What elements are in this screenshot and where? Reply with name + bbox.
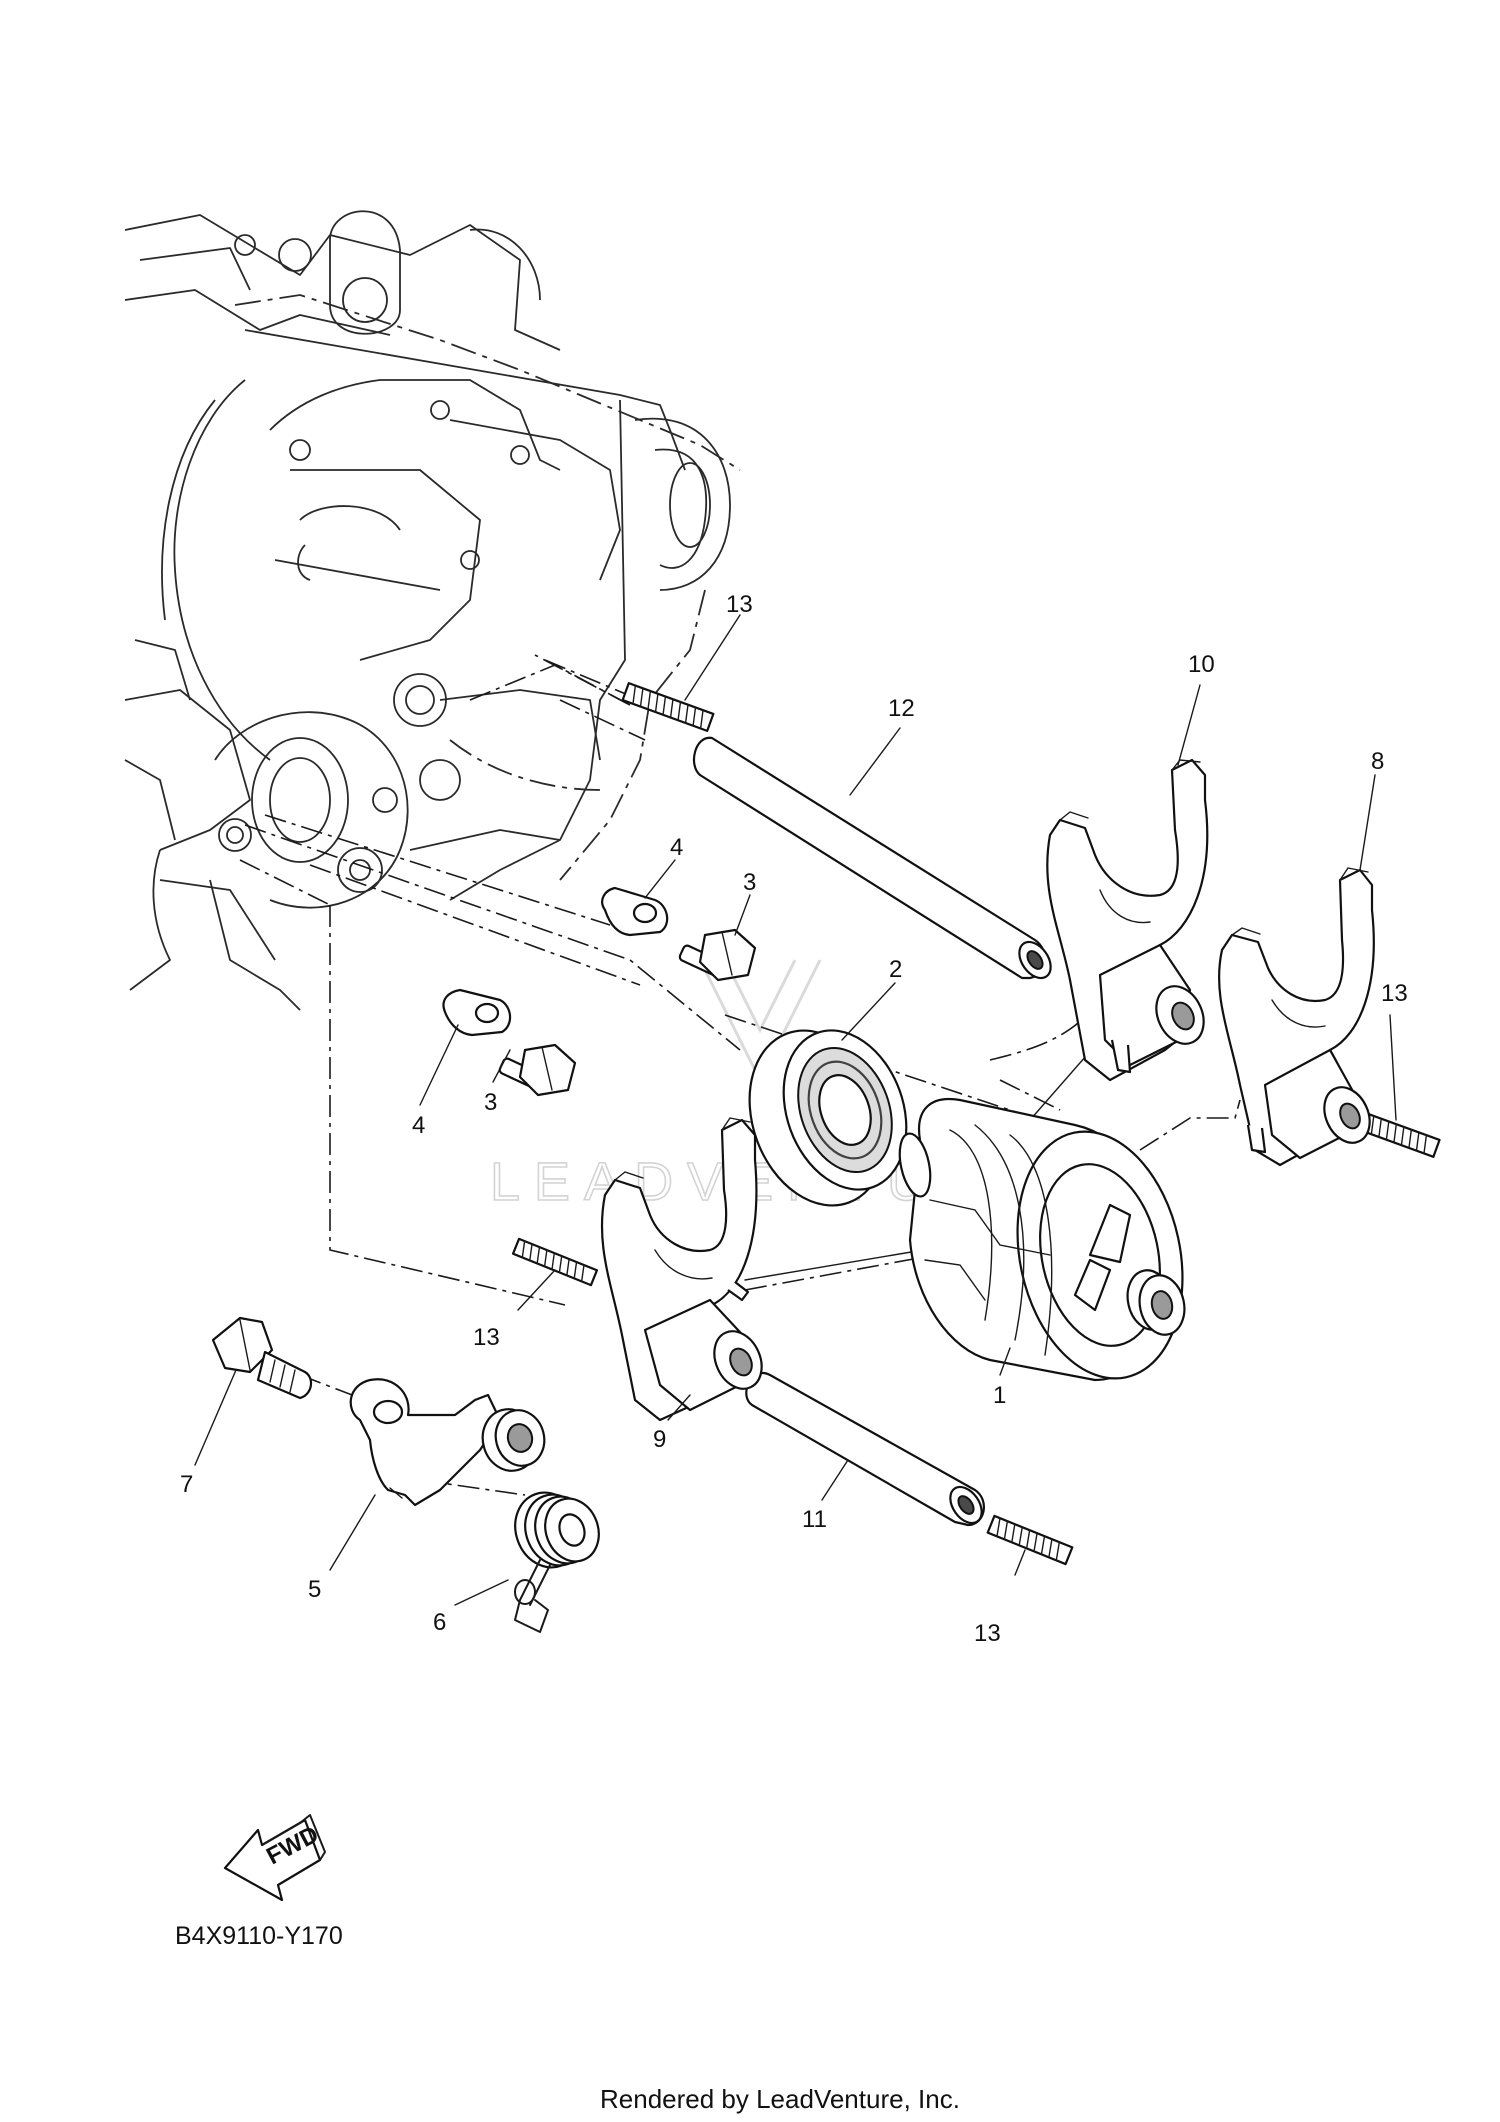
callout-3-upper: 3 [743,869,756,896]
callout-12: 12 [888,695,915,722]
plate-4-upper [601,886,669,937]
callout-1: 1 [993,1382,1006,1409]
shift-fork-shaft-12 [692,736,1052,980]
callout-6: 6 [433,1609,446,1636]
callout-13-upper: 13 [726,591,753,618]
callout-13-middle: 13 [473,1324,500,1351]
callout-4-lower: 4 [412,1112,425,1139]
plate-4-lower [442,988,512,1037]
spring-13-lower [986,1514,1074,1566]
crankcase-outline [124,210,741,1011]
shift-fork-10 [1046,758,1209,1082]
callout-2: 2 [889,956,902,983]
spring-13-middle [511,1237,599,1287]
bearing-2 [748,1029,908,1207]
callout-9: 9 [653,1426,666,1453]
bolt-3-upper [678,928,757,982]
callout-10: 10 [1188,651,1215,678]
bolt-3-lower [498,1043,577,1097]
callout-leaders [194,614,1397,1606]
diagram-code: B4X9110-Y170 [175,1922,343,1950]
fwd-arrow-icon: FWD [223,1814,326,1902]
callout-13-lower: 13 [974,1620,1001,1647]
callout-8: 8 [1371,748,1384,775]
callout-5: 5 [308,1576,321,1603]
spring-13-upper [621,682,715,732]
stopper-lever-5 [349,1378,502,1507]
shift-fork-9 [600,1117,763,1422]
callout-4-upper: 4 [670,834,683,861]
shift-fork-8 [1218,867,1375,1167]
shift-drum-1 [898,1097,1186,1382]
callout-labels: 1 2 3 3 4 4 5 6 7 8 9 10 11 12 13 13 13 … [180,591,1408,1647]
callout-3-lower: 3 [484,1089,497,1116]
lever-roller [481,1408,546,1472]
callout-11: 11 [802,1506,827,1533]
shift-fork-shaft-11 [745,1371,985,1527]
torsion-spring-6 [514,1491,600,1633]
footer-credit: Rendered by LeadVenture, Inc. [600,2084,960,2114]
callout-7: 7 [180,1471,193,1498]
bolt-7 [211,1316,313,1400]
callout-13-right: 13 [1381,980,1408,1007]
